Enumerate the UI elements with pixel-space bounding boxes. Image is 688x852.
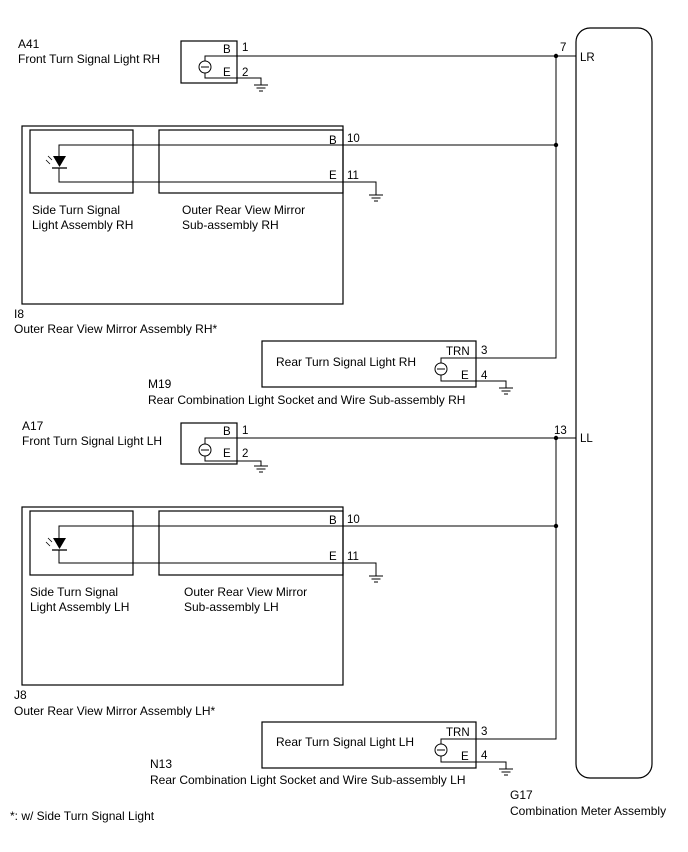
n13-bulb-icon — [434, 743, 448, 757]
m19-pin-4: 4 — [481, 370, 488, 382]
g17-pin-7: 7 — [560, 42, 566, 54]
i8-mirror-name-2: Sub-assembly RH — [182, 218, 279, 232]
i8-outer-box — [21, 125, 344, 305]
m19-pin-3: 3 — [481, 345, 487, 357]
i8-side-name-2: Light Assembly RH — [32, 218, 133, 232]
a41-pin-2: 2 — [242, 67, 248, 79]
i8-led-icon — [45, 155, 67, 169]
a41-pin-e: E — [223, 67, 231, 79]
n13-ground-icon — [476, 761, 513, 776]
footnote: *: w/ Side Turn Signal Light — [10, 809, 155, 823]
a17-name: Front Turn Signal Light LH — [22, 434, 162, 448]
m19-name: Rear Combination Light Socket and Wire S… — [148, 393, 465, 407]
m19-box — [261, 340, 477, 388]
j8-led-icon — [45, 537, 67, 551]
i8-mirror-box — [158, 129, 344, 194]
j8-mirror-box — [158, 510, 344, 576]
j8-side-name-2: Light Assembly LH — [30, 600, 129, 614]
n13-box — [261, 721, 477, 769]
i8-name: Outer Rear View Mirror Assembly RH* — [14, 322, 217, 336]
n13-code: N13 — [150, 757, 172, 771]
j8-mirror-name-1: Outer Rear View Mirror — [184, 585, 307, 599]
g17-pin-13: 13 — [554, 425, 567, 437]
j8-pin-e: E — [329, 551, 337, 563]
a17-pin-2: 2 — [242, 448, 248, 460]
a17-pin-e: E — [223, 448, 231, 460]
a17-ground-icon — [237, 460, 268, 473]
a41-pin-b: B — [223, 44, 231, 56]
j8-outer-box — [21, 506, 344, 686]
n13-pin-e: E — [461, 751, 469, 763]
n13-pin-4: 4 — [481, 750, 488, 762]
lh-junction-dot — [553, 435, 559, 441]
a41-pin-1: 1 — [242, 42, 248, 54]
lh-junction-dot — [553, 523, 559, 529]
n13-to-bus-wire — [476, 438, 557, 740]
rh-junction-dot — [553, 142, 559, 148]
i8-pin-11: 11 — [347, 170, 359, 182]
i8-mirror-name-1: Outer Rear View Mirror — [182, 203, 305, 217]
g17-pin-ll: LL — [580, 433, 593, 445]
a17-pin-1: 1 — [242, 425, 248, 437]
j8-pin-11: 11 — [347, 551, 359, 563]
g17-code: G17 — [510, 788, 533, 802]
a17-bulb-icon — [198, 443, 212, 457]
m19-code: M19 — [148, 377, 172, 391]
n13-inner-label: Rear Turn Signal Light LH — [276, 735, 414, 749]
i8-side-name-1: Side Turn Signal — [32, 203, 120, 217]
i8-pin-b: B — [329, 135, 337, 147]
m19-to-bus-wire — [476, 56, 557, 359]
m19-inner-label: Rear Turn Signal Light RH — [276, 355, 416, 369]
n13-name: Rear Combination Light Socket and Wire S… — [150, 773, 465, 787]
g17-meter-body — [575, 27, 653, 779]
m19-bulb-icon — [434, 362, 448, 376]
j8-ground-icon — [343, 562, 383, 583]
a41-ground-icon — [237, 77, 268, 92]
i8-pin-e: E — [329, 170, 337, 182]
j8-mirror-name-2: Sub-assembly LH — [184, 600, 279, 614]
j8-side-name-1: Side Turn Signal — [30, 585, 118, 599]
n13-pin-trn: TRN — [446, 727, 470, 739]
m19-ground-icon — [476, 380, 513, 395]
j8-pin-10: 10 — [347, 514, 360, 526]
a41-bulb-icon — [198, 60, 212, 74]
m19-pin-trn: TRN — [446, 346, 470, 358]
a41-code: A41 — [18, 37, 40, 51]
i8-ground-icon — [343, 181, 383, 202]
a17-pin-b: B — [223, 426, 231, 438]
g17-pin-lr: LR — [580, 52, 595, 64]
j8-pin-b: B — [329, 515, 337, 527]
j8-side-light-box — [29, 510, 134, 576]
a41-box — [180, 40, 238, 84]
i8-code: I8 — [14, 307, 24, 321]
rh-junction-dot — [553, 53, 559, 59]
m19-pin-e: E — [461, 370, 469, 382]
n13-pin-3: 3 — [481, 726, 487, 738]
i8-side-light-box — [29, 129, 134, 194]
i8-pin-10: 10 — [347, 133, 360, 145]
j8-code: J8 — [14, 688, 27, 702]
a17-code: A17 — [22, 419, 44, 433]
a41-name: Front Turn Signal Light RH — [18, 52, 160, 66]
a17-box — [180, 422, 238, 465]
j8-name: Outer Rear View Mirror Assembly LH* — [14, 704, 216, 718]
g17-name: Combination Meter Assembly — [510, 804, 666, 818]
